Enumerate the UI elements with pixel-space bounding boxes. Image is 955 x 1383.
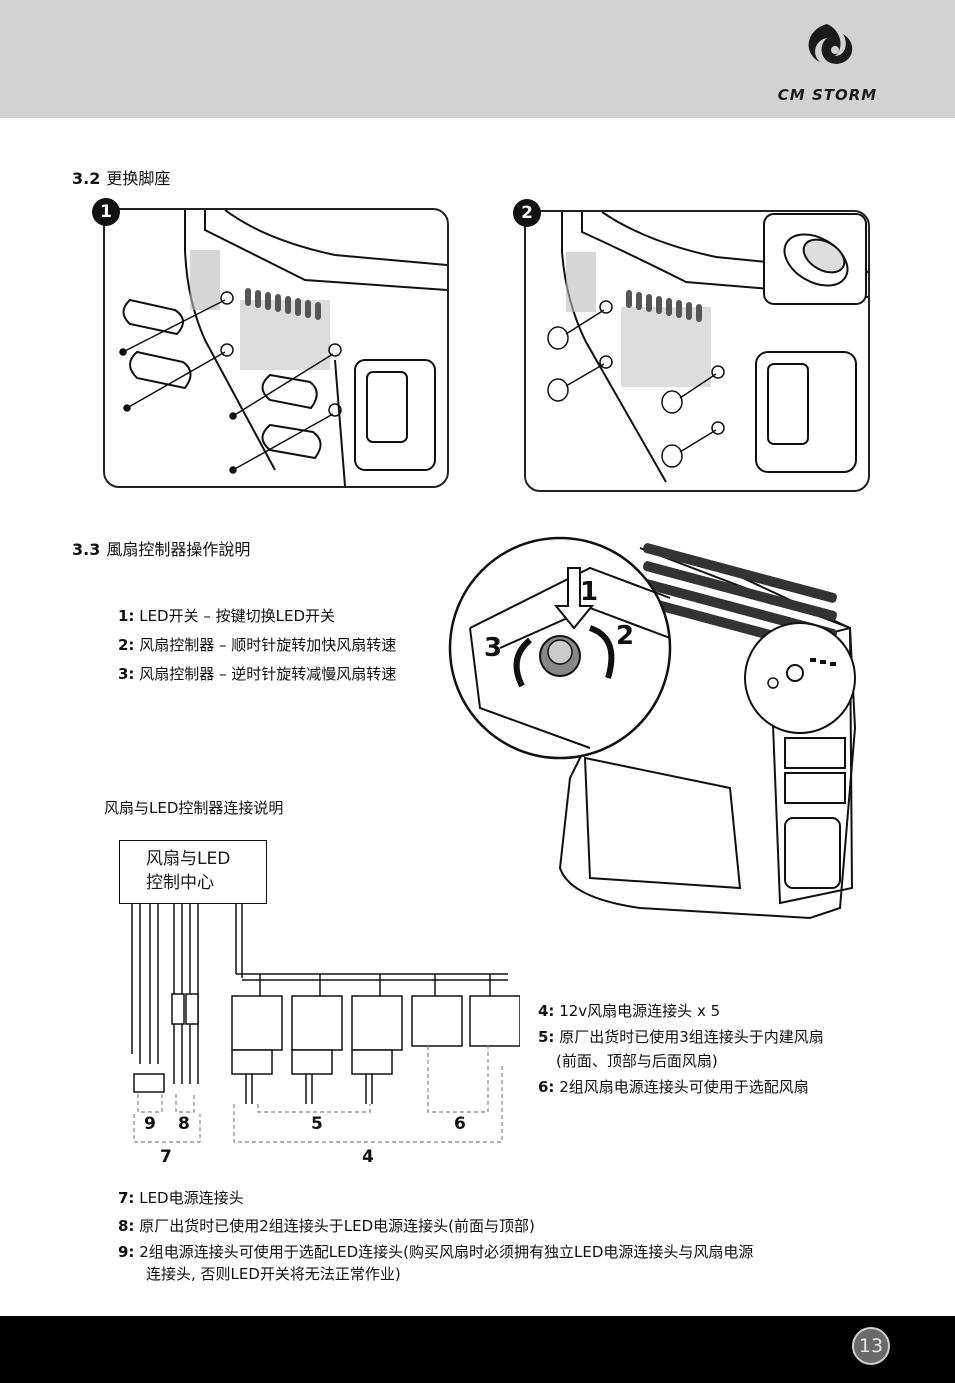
step-2-badge: 2 (513, 199, 541, 227)
callout-3: 3 (484, 633, 502, 663)
controller-legend-2: 2: 风扇控制器 – 顺时针旋转加快风扇转速 (118, 636, 397, 654)
wiring-heading: 风扇与LED控制器连接说明 (104, 799, 284, 817)
foot-removal-illustration (119, 210, 447, 486)
label-4: 4 (362, 1147, 374, 1167)
foot-removal-panel (103, 208, 449, 488)
section-3-2-title: 3.2 更换脚座 (72, 165, 170, 189)
hub-line-2: 控制中心 (146, 873, 214, 893)
label-9: 9 (144, 1114, 156, 1134)
wiring-legend-8: 8: 原厂出货时已使用2组连接头于LED电源连接头(前面与顶部) (118, 1217, 535, 1235)
header-band (0, 0, 955, 118)
brand-wordmark: CM STORM (777, 86, 878, 104)
wiring-legend-6: 6: 2组风扇电源连接头可使用于选配风扇 (538, 1078, 809, 1096)
swirl-logo-icon (808, 24, 853, 64)
label-7: 7 (160, 1147, 172, 1167)
wiring-legend-9: 9: 2组电源连接头可使用于选配LED连接头(购买风扇时必须拥有独立LED电源连… (118, 1243, 754, 1261)
wiring-legend-5: 5: 原厂出货时已使用3组连接头于内建风扇 (538, 1028, 824, 1046)
section-heading: 風扇控制器操作說明 (106, 540, 251, 559)
wiring-legend-5-cont: (前面、顶部与后面风扇) (556, 1052, 718, 1070)
foot-install-illustration (547, 212, 868, 483)
footer-band (0, 1316, 955, 1383)
brand-logo: CM STORM (765, 20, 890, 110)
section-number: 3.2 (72, 169, 101, 188)
wiring-legend-7: 7: LED电源连接头 (118, 1189, 244, 1207)
foot-install-panel (524, 210, 870, 492)
controller-legend-3: 3: 风扇控制器 – 逆时针旋转减慢风扇转速 (118, 665, 397, 683)
step-1-badge: 1 (92, 198, 120, 226)
page-number: 13 (852, 1327, 890, 1365)
section-3-3-title: 3.3 風扇控制器操作說明 (72, 536, 250, 560)
label-8: 8 (178, 1114, 190, 1134)
fan-led-hub-box: 风扇与LED 控制中心 (119, 840, 267, 904)
section-number: 3.3 (72, 540, 101, 559)
wiring-diagram (131, 904, 520, 1143)
callout-2: 2 (616, 621, 634, 651)
callout-1: 1 (580, 577, 598, 607)
wiring-legend-9-cont: 连接头, 否则LED开关将无法正常作业) (146, 1265, 401, 1283)
label-5: 5 (311, 1114, 323, 1134)
wiring-legend-4: 4: 12v风扇电源连接头 x 5 (538, 1002, 721, 1020)
case-controller-illustration: 1 2 3 (448, 536, 857, 920)
section-heading: 更换脚座 (106, 169, 171, 188)
hub-line-1: 风扇与LED (146, 849, 231, 869)
label-6: 6 (454, 1114, 466, 1134)
controller-legend-1: 1: LED开关 – 按键切换LED开关 (118, 607, 336, 625)
